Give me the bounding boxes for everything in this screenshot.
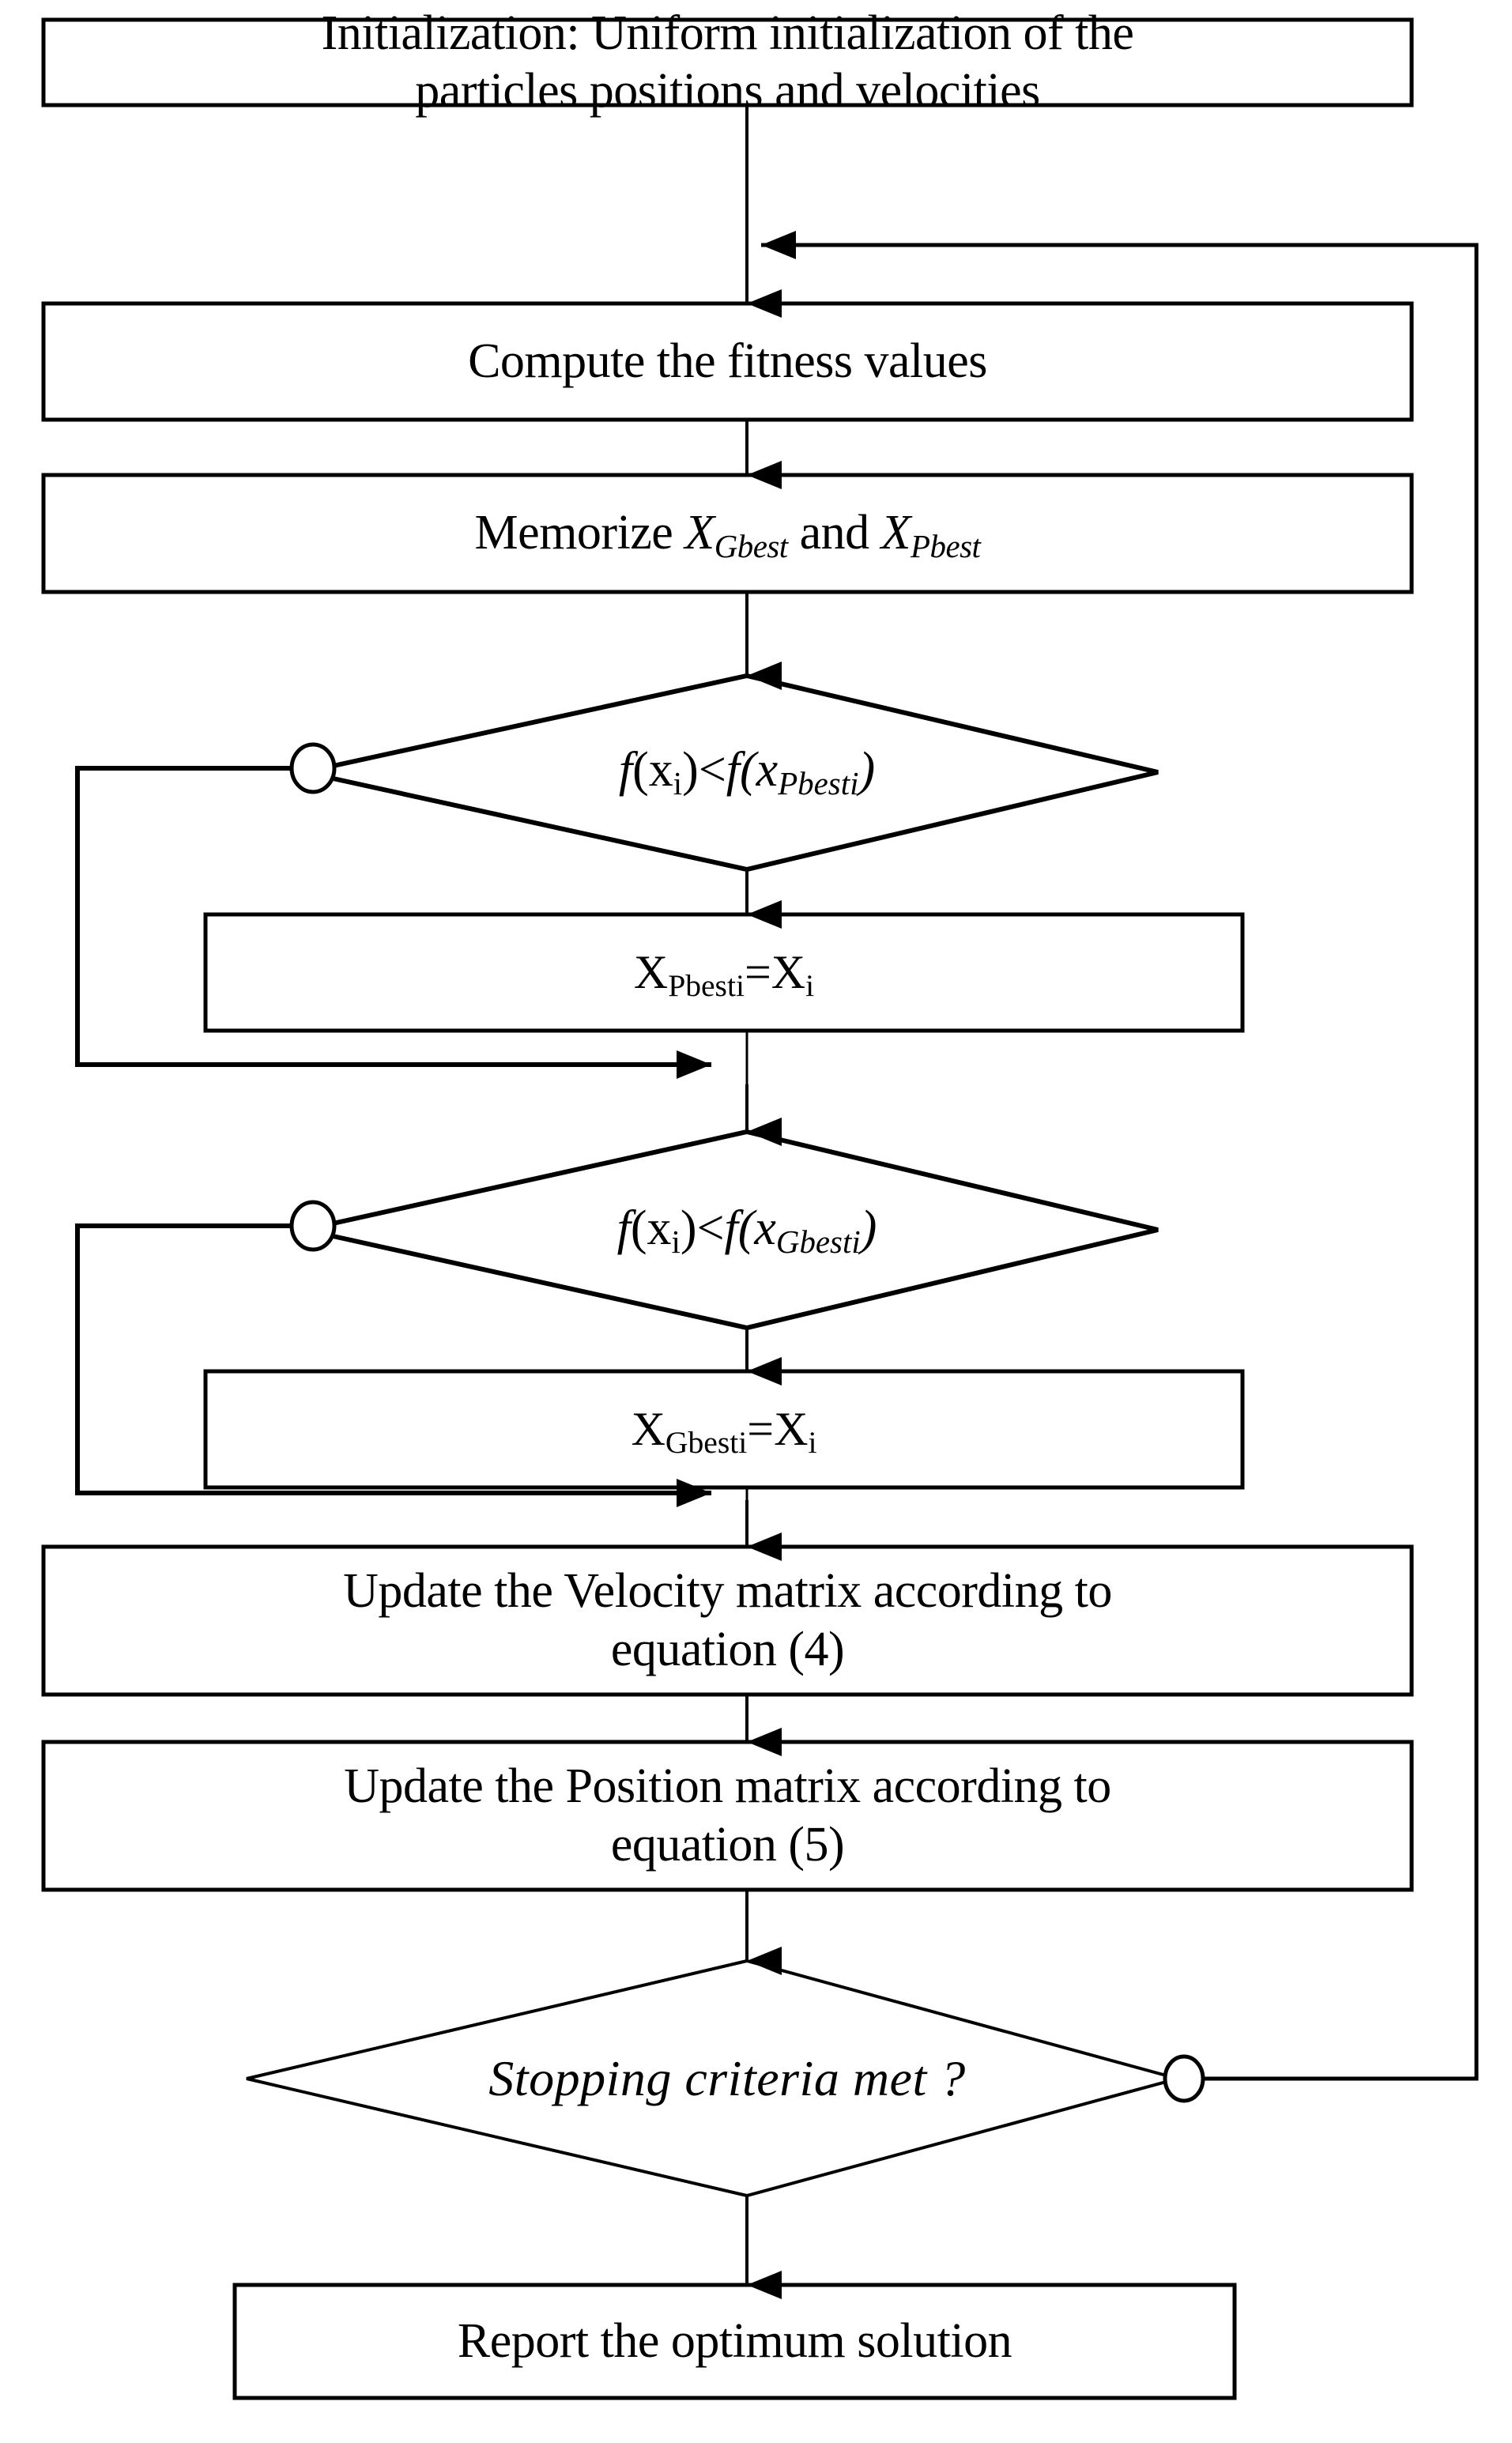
node-initialization-box xyxy=(41,17,1414,107)
node-update-position-box xyxy=(41,1740,1414,1892)
node-memorize-box xyxy=(41,473,1414,594)
node-decision-gbest-diamond xyxy=(304,1129,1159,1331)
node-stopping-criteria-diamond xyxy=(246,1959,1184,2198)
node-decision-pbest-diamond xyxy=(304,673,1159,873)
connector-stopping-no-feedback xyxy=(761,231,1479,2081)
node-assign-pbest-box xyxy=(203,912,1245,1033)
connector-decision-pbest-bypass xyxy=(75,766,711,1079)
node-update-velocity-box xyxy=(41,1544,1414,1697)
stopping-criteria-no-circle-icon xyxy=(1163,2054,1205,2103)
decision-gbest-false-circle-icon xyxy=(289,1200,337,1252)
connector-decision-gbest-bypass xyxy=(75,1223,711,1507)
node-compute-fitness-box xyxy=(41,301,1414,422)
decision-pbest-false-circle-icon xyxy=(289,742,337,794)
node-assign-gbest-box xyxy=(203,1369,1245,1490)
node-report-box xyxy=(232,2283,1237,2400)
